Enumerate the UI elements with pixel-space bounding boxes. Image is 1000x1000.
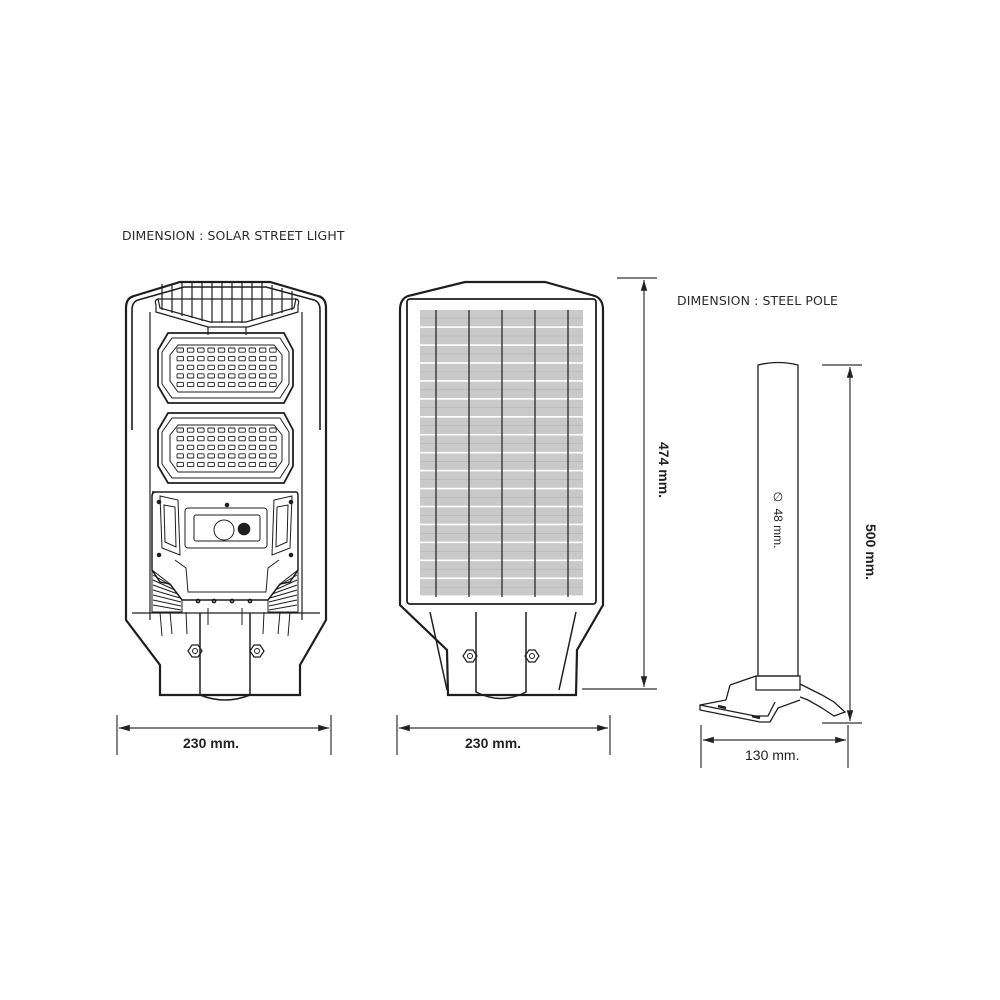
pole-diameter-label: ∅48 mm. [771,490,785,549]
back-width-label: 230 mm. [465,735,522,751]
led-module-2 [157,412,294,484]
sensor-housing [151,491,299,604]
heatsink-fins [151,568,299,637]
front-width-label: 230 mm. [183,735,240,751]
led-module-1 [157,332,294,404]
steel-pole [699,361,847,723]
solar-street-light-title: DIMENSION : SOLAR STREET LIGHT [122,228,345,243]
diameter-icon: ∅ [772,490,784,505]
pole-base-width-label: 130 mm. [745,747,800,763]
dimension-lines [116,277,862,768]
back-view-light [398,280,605,700]
pole-height-label: 500 mm. [863,524,879,581]
solar-panel-cells [420,310,583,597]
steel-pole-title: DIMENSION : STEEL POLE [677,293,839,308]
top-vent-grille [154,283,300,335]
light-height-label: 474 mm. [656,442,672,499]
pole-clamp [187,613,265,701]
front-view-light [124,280,328,701]
led-chips [176,347,277,468]
